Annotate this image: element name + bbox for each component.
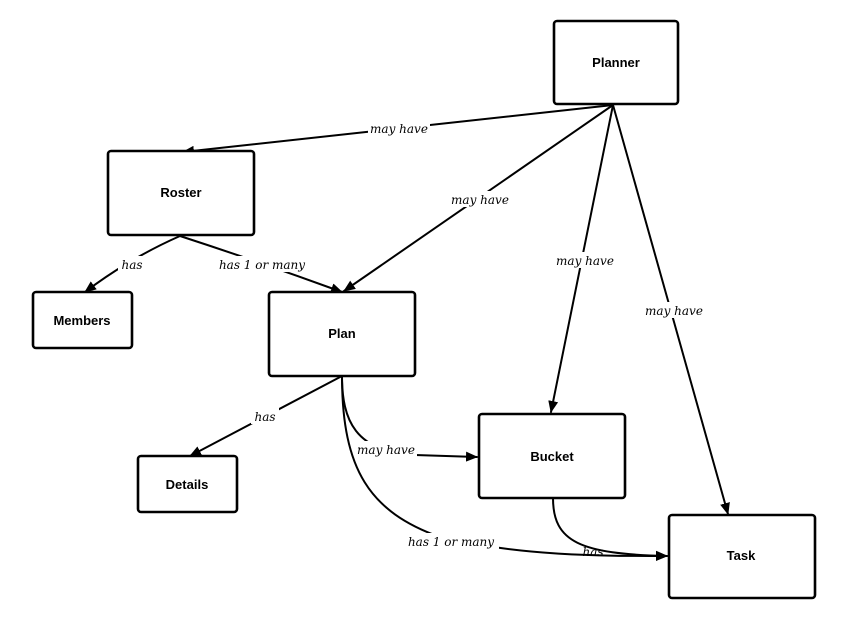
edge-label-planner-bucket: may have	[556, 254, 614, 268]
node-plan-label: Plan	[328, 326, 356, 341]
node-task-label: Task	[727, 548, 756, 563]
edge-label-planner-task: may have	[645, 304, 703, 318]
node-task[interactable]: Task	[667, 513, 817, 600]
edge-label-planner-plan: may have	[451, 193, 509, 207]
edge-label-bg	[251, 408, 279, 424]
node-details-label: Details	[166, 477, 209, 492]
node-members[interactable]: Members	[31, 290, 134, 350]
edge-label-plan-bucket: may have	[357, 443, 415, 457]
edge-label-plan-task: has 1 or many	[408, 535, 494, 549]
node-roster-label: Roster	[160, 185, 201, 200]
edge-label-bg	[214, 256, 310, 272]
node-bucket-label: Bucket	[530, 449, 574, 464]
edge-label-bg	[554, 252, 616, 268]
edge-label-bg	[368, 120, 430, 136]
node-bucket[interactable]: Bucket	[477, 412, 627, 500]
node-planner-label: Planner	[592, 55, 640, 70]
edge-label-planner-roster: may have	[370, 122, 428, 136]
node-planner[interactable]: Planner	[552, 19, 680, 106]
node-details[interactable]: Details	[136, 454, 239, 514]
edge-label-bg	[355, 441, 417, 457]
edge-label-bg	[403, 533, 499, 549]
edge-label-bucket-task: has	[582, 545, 603, 559]
node-roster[interactable]: Roster	[106, 149, 256, 237]
edge-label-plan-details: has	[254, 410, 275, 424]
edge-bucket-task[interactable]	[552, 497, 668, 561]
edge-label-bg	[449, 191, 511, 207]
edge-label-roster-members: has	[121, 258, 142, 272]
edge-label-bg	[118, 256, 146, 272]
edge-label-bg	[643, 302, 705, 318]
node-plan[interactable]: Plan	[267, 290, 417, 378]
node-members-label: Members	[53, 313, 110, 328]
edge-labels: may have may have may have may have has …	[118, 120, 705, 559]
edge-label-roster-plan: has 1 or many	[219, 258, 305, 272]
